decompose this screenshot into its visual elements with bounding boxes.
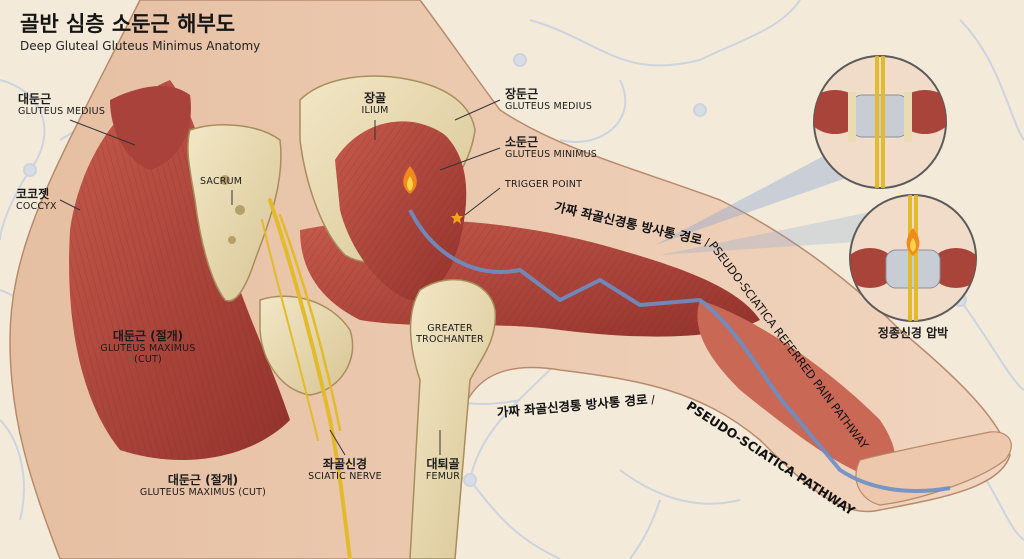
label-gluteus-minimus: 소둔근 GLUTEUS MINIMUS [505, 135, 598, 160]
gluteus-minimus-fiber [335, 121, 467, 300]
sciatic-nerve [261, 198, 352, 559]
foot [855, 431, 1012, 506]
label-femur: 대퇴골 FEMUR [425, 457, 461, 482]
label-sacrum: SACRUM [200, 176, 243, 187]
inset-beam-bottom [660, 212, 885, 255]
label-gluteus-maximus-cut-mid: 대둔근 (절개) GLUTEUS MAXIMUS (CUT) [100, 329, 196, 365]
label-gluteus-medius-left: 대둔근 GLUTEUS MEDIUS [18, 92, 106, 117]
label-ilium: 장골 ILIUM [361, 91, 389, 116]
calf-muscle [697, 300, 895, 480]
leader-lines [59, 99, 501, 456]
label-greater-trochanter: GREATER TROCHANTER [416, 323, 484, 345]
pain-pathway-line [408, 209, 951, 493]
label-gluteus-medius-right: 장둔근 GLUTEUS MEDIUS [505, 87, 593, 112]
page-title: 골반 심층 소둔근 해부도 [20, 12, 236, 36]
sacrum-bone [187, 124, 282, 302]
femur-bone [409, 278, 497, 559]
page-subtitle: Deep Gluteal Gluteus Minimus Anatomy [20, 39, 261, 53]
flame-icon [403, 166, 417, 194]
label-gluteus-maximus-cut-low: 대둔근 (절개) GLUTEUS MAXIMUS (CUT) [139, 473, 267, 498]
trigger-point-star-icon [451, 212, 463, 224]
label-sciatic-nerve: 좌골신경 SCIATIC NERVE [308, 457, 382, 482]
spine-inset-bottom [849, 194, 977, 322]
gluteus-medius-left-muscle [110, 85, 191, 170]
label-trigger-point: TRIGGER POINT [505, 179, 583, 190]
label-nerve-compression: 정종신경 압박 [877, 326, 949, 340]
inset-beam-top [655, 150, 852, 245]
spine-inset-top [813, 55, 947, 189]
label-coccyx: 코코젯 COCCYX [16, 187, 57, 212]
gluteus-maximus-fiber [69, 80, 290, 460]
